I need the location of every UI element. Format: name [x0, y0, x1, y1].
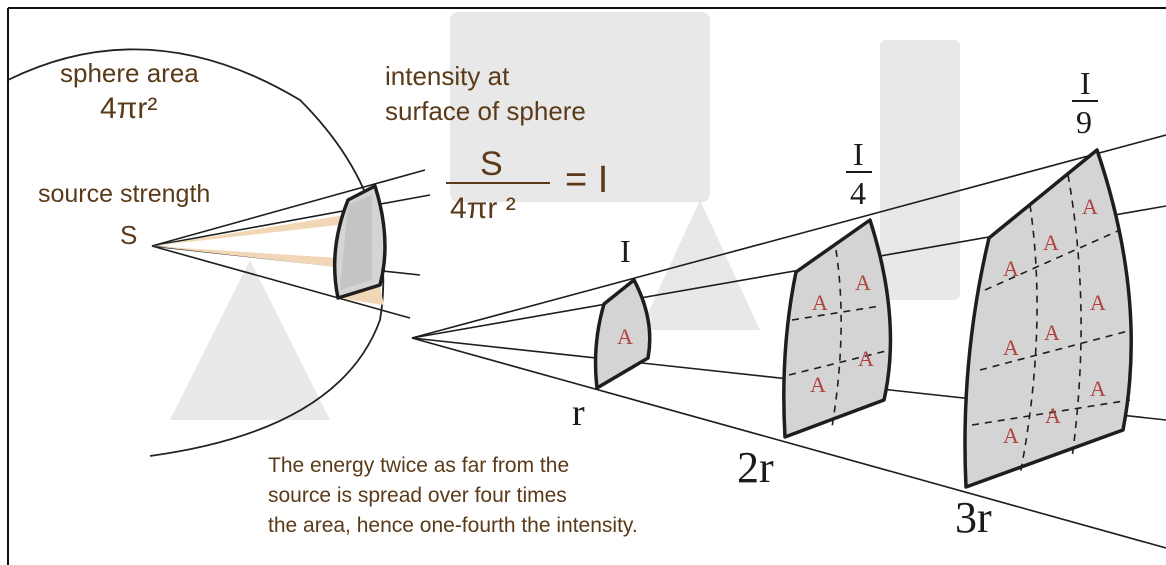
intensity-2r-numerator: I: [853, 136, 864, 172]
patch-at-2r: [782, 218, 893, 439]
grid-3r: [971, 174, 1133, 476]
intensity-3r-numerator: I: [1080, 65, 1091, 101]
area-label-2r-1: A: [812, 290, 828, 315]
area-label-3r-3: A: [1082, 194, 1098, 219]
grid-2r: [788, 249, 891, 428]
area-label-3r-4: A: [1003, 335, 1019, 360]
intensity-label-line1: intensity at: [385, 61, 510, 91]
intensity-at-r: I: [620, 233, 631, 269]
ray-wedge-top: [152, 215, 345, 246]
caption-line2: source is spread over four times: [268, 484, 567, 507]
distance-2r: 2r: [737, 443, 774, 492]
intensity-3r-denominator: 9: [1076, 104, 1092, 140]
area-label-3r-5: A: [1044, 320, 1060, 345]
caption-line3: the area, hence one-fourth the intensity…: [268, 514, 638, 537]
source-strength-label: source strength: [38, 180, 210, 208]
area-label-3r-1: A: [1003, 256, 1019, 281]
intensity-label-line2: surface of sphere: [385, 96, 586, 126]
watermark: [170, 12, 960, 420]
sphere-patch-shade: [340, 195, 372, 290]
area-label-3r-8: A: [1045, 403, 1061, 428]
patch-at-r: [593, 278, 652, 390]
source-symbol: S: [120, 220, 137, 250]
area-label-3r-9: A: [1090, 376, 1106, 401]
area-label-2r-2: A: [855, 270, 871, 295]
formula-equals-i: = I: [565, 159, 608, 201]
ray-wedge-bottom: [152, 246, 345, 268]
sphere-area-title: sphere area: [60, 58, 199, 88]
area-label-3r-7: A: [1003, 423, 1019, 448]
area-label-3r-2: A: [1043, 230, 1059, 255]
formula-numerator: S: [480, 145, 503, 183]
area-label-2r-3: A: [810, 372, 826, 397]
area-label-2r-4: A: [858, 346, 874, 371]
patch-at-3r: [963, 148, 1133, 489]
formula-denominator: 4πr ²: [450, 192, 516, 225]
sphere-area-formula: 4πr²: [100, 92, 157, 125]
distance-3r: 3r: [955, 493, 992, 542]
intensity-2r-denominator: 4: [850, 175, 866, 211]
distance-r: r: [572, 392, 585, 434]
area-label-3r-6: A: [1090, 290, 1106, 315]
caption-line1: The energy twice as far from the: [268, 454, 569, 477]
area-label-r: A: [617, 324, 633, 349]
